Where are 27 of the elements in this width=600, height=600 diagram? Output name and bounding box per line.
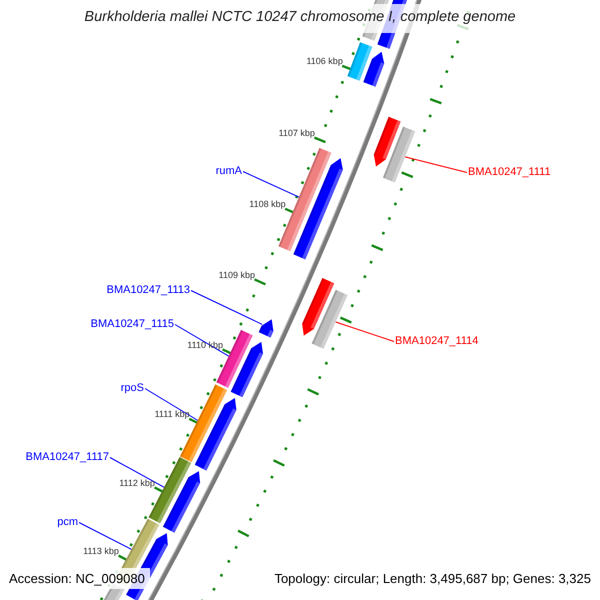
leader-line bbox=[190, 290, 263, 325]
gene-label: pcm bbox=[57, 517, 78, 528]
scale-label: 1108 kbp bbox=[249, 200, 286, 210]
leader-line bbox=[144, 388, 198, 421]
leader-line bbox=[242, 171, 300, 198]
gene-label: BMA10247_1117 bbox=[26, 452, 109, 463]
gene-label: BMA10247_1115 bbox=[90, 319, 174, 330]
gene-label: rpoS bbox=[120, 383, 144, 394]
scale-label: 1111 kbp bbox=[154, 410, 190, 420]
leader-line bbox=[78, 522, 132, 550]
leader-line bbox=[335, 322, 394, 342]
gene-label: BMA10247_1111 bbox=[468, 167, 551, 178]
gene-label: rumA bbox=[216, 166, 242, 177]
scale-label: 1106 kbp bbox=[306, 57, 343, 66]
leader-line bbox=[110, 457, 165, 488]
leader-line bbox=[174, 324, 230, 357]
gene-bar bbox=[312, 290, 348, 349]
scale-label: 1113 kbp bbox=[83, 547, 119, 556]
scale-label: 1107 kbp bbox=[278, 128, 315, 138]
gene-label: BMA10247_1114 bbox=[395, 336, 478, 347]
scale-label: 1110 kbp bbox=[187, 340, 223, 350]
leader-line bbox=[404, 156, 468, 173]
gene-bar bbox=[258, 319, 274, 338]
scale-label: 1109 kbp bbox=[218, 270, 255, 280]
gene-label: BMA10247_1113 bbox=[106, 285, 190, 296]
scale-label: 1112 kbp bbox=[119, 479, 155, 488]
gene-bar bbox=[382, 126, 416, 182]
